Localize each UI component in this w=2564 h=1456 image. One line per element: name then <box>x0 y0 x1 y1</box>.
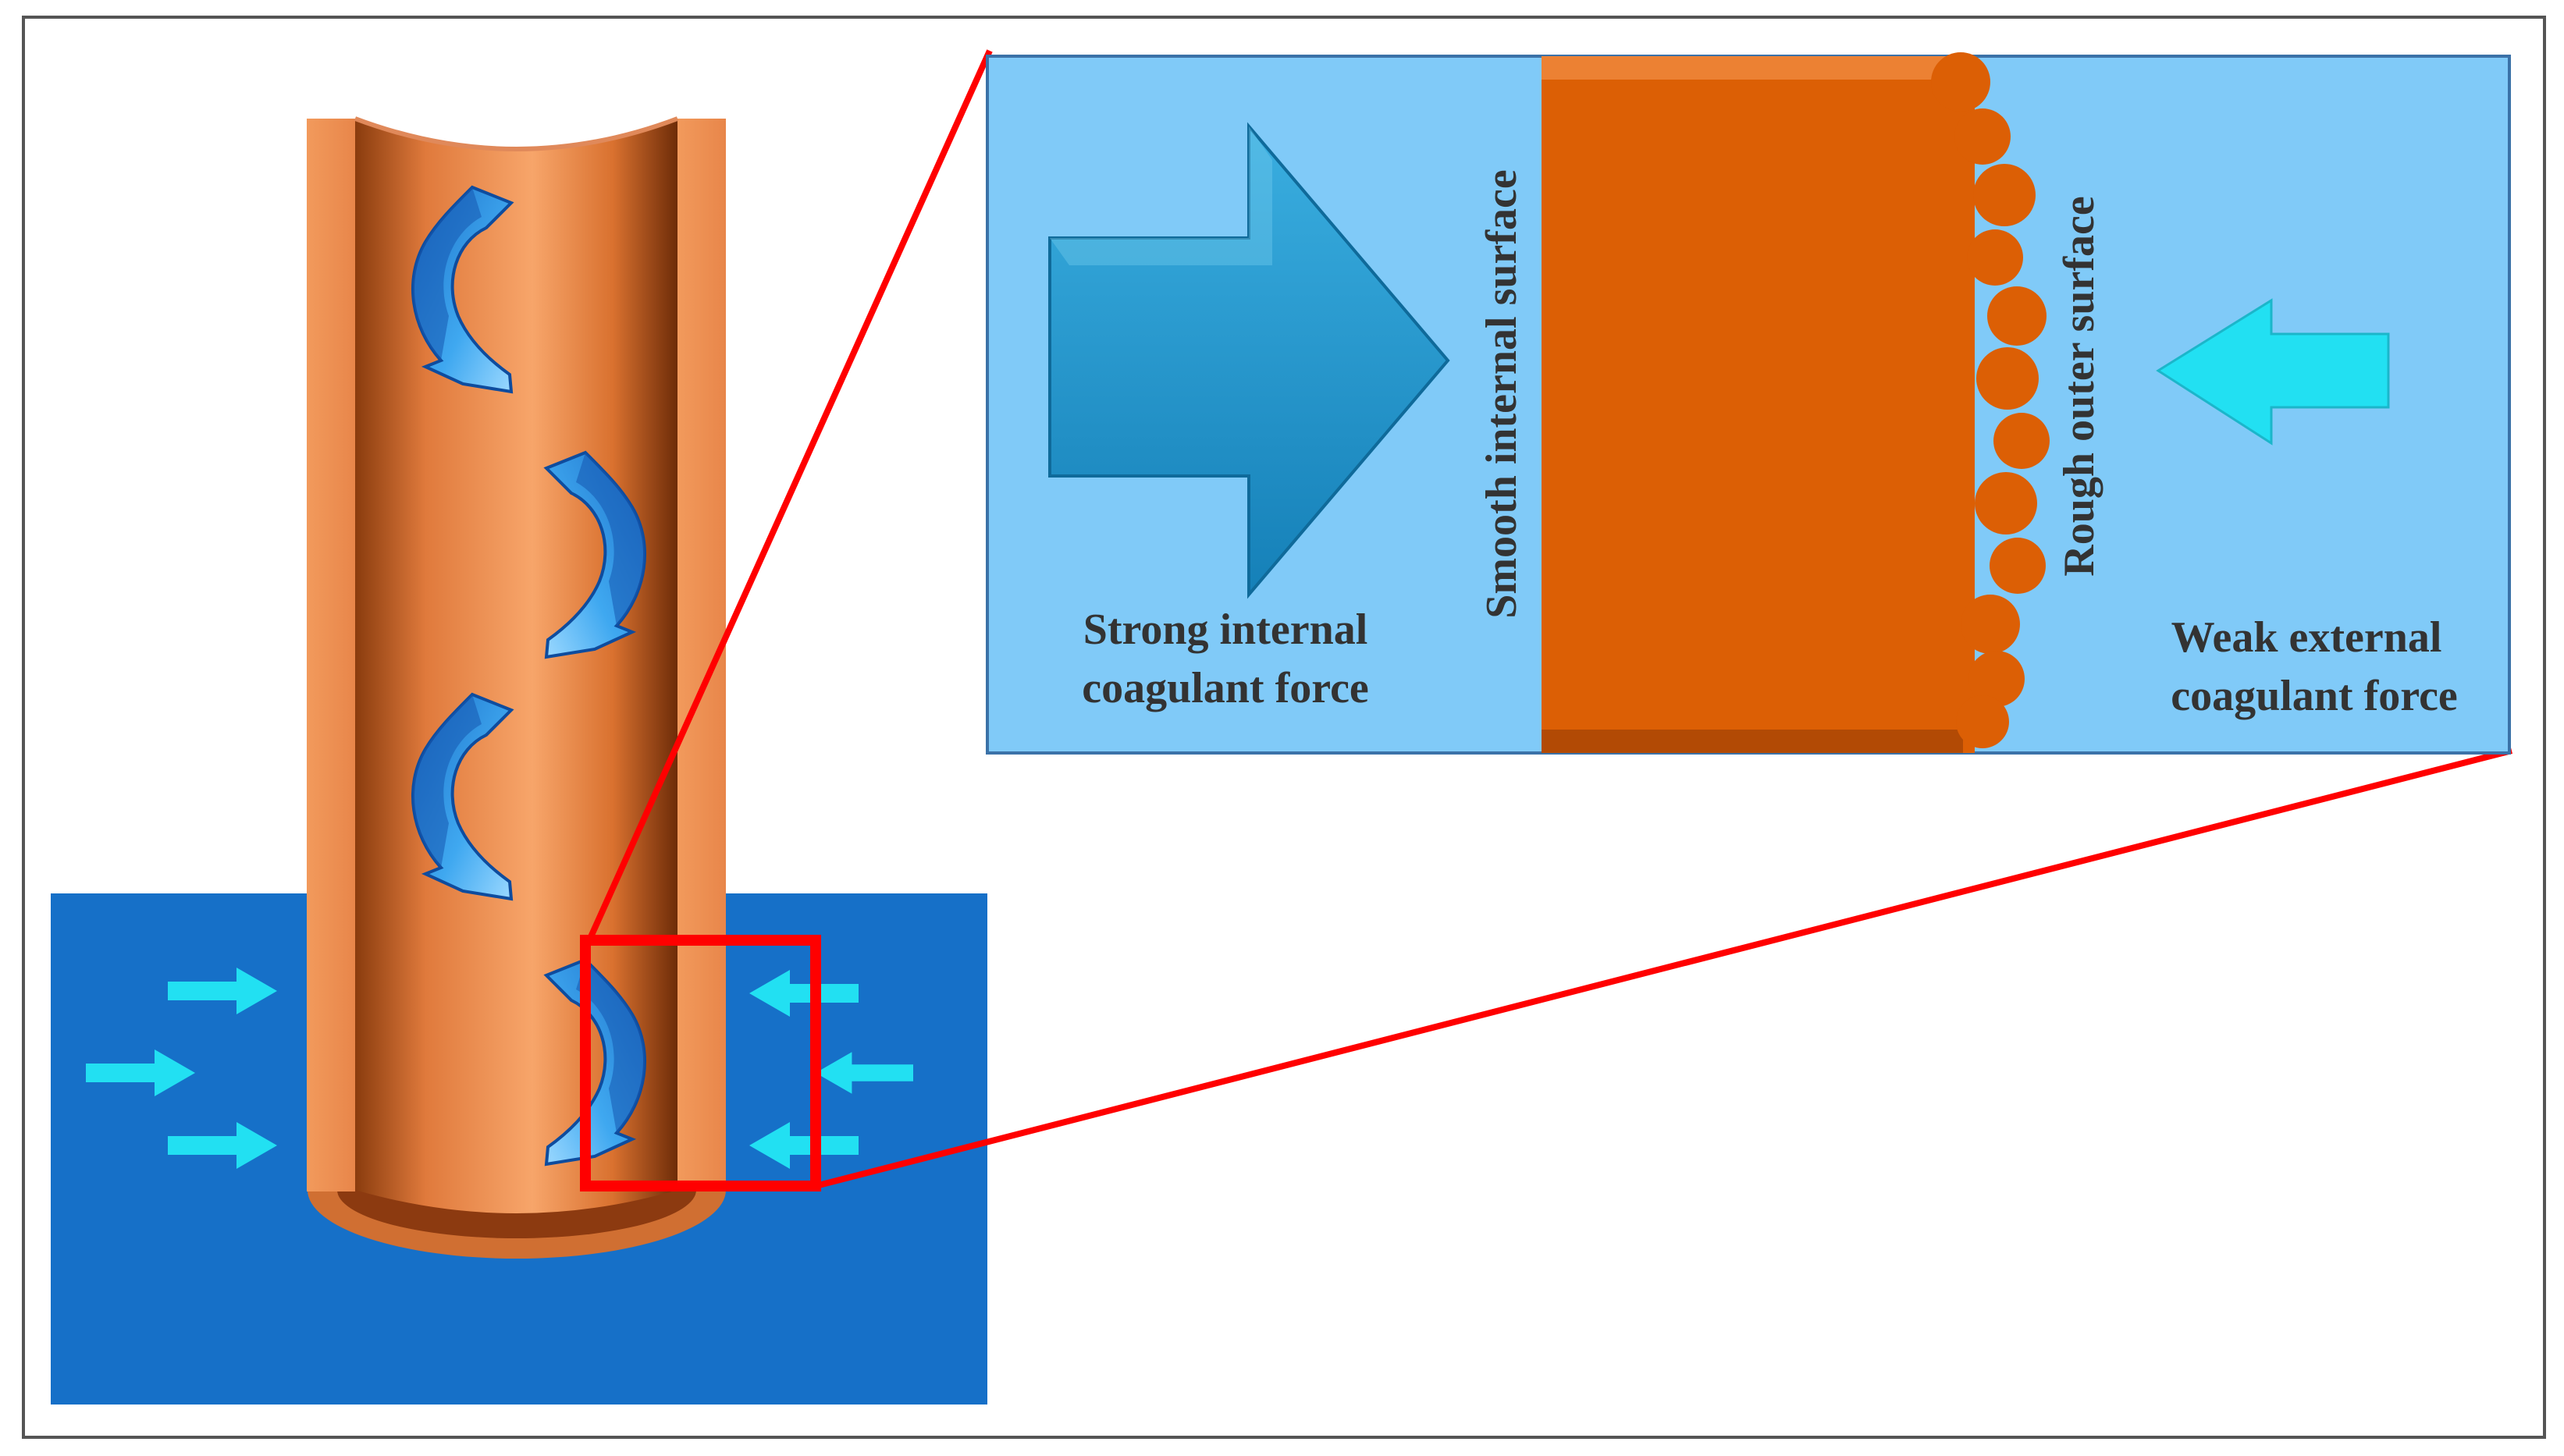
rough-surface-label: Rough outer surface <box>2055 196 2103 576</box>
smooth-surface-label: Smooth internal surface <box>1478 169 1526 619</box>
weak-external-label: Weak external <box>2171 613 2442 662</box>
zoom-box <box>580 935 821 1191</box>
fiber-left-wall <box>307 119 355 1191</box>
strong-internal-label: Strong internal <box>1083 605 1368 654</box>
zoom-line-top <box>586 49 993 942</box>
right-arrow-icon <box>1048 122 1450 599</box>
zoom-line-bottom <box>815 748 2512 1189</box>
inset-panel: Strong internal coagulant force Weak ext… <box>986 52 2511 755</box>
membrane-wall <box>1542 52 2050 753</box>
hollow-fiber <box>307 116 726 1259</box>
left-arrow-icon <box>2156 298 2390 446</box>
strong-internal-label-line2: coagulant force <box>1082 664 1369 712</box>
weak-external-label-line2: coagulant force <box>2171 672 2458 720</box>
